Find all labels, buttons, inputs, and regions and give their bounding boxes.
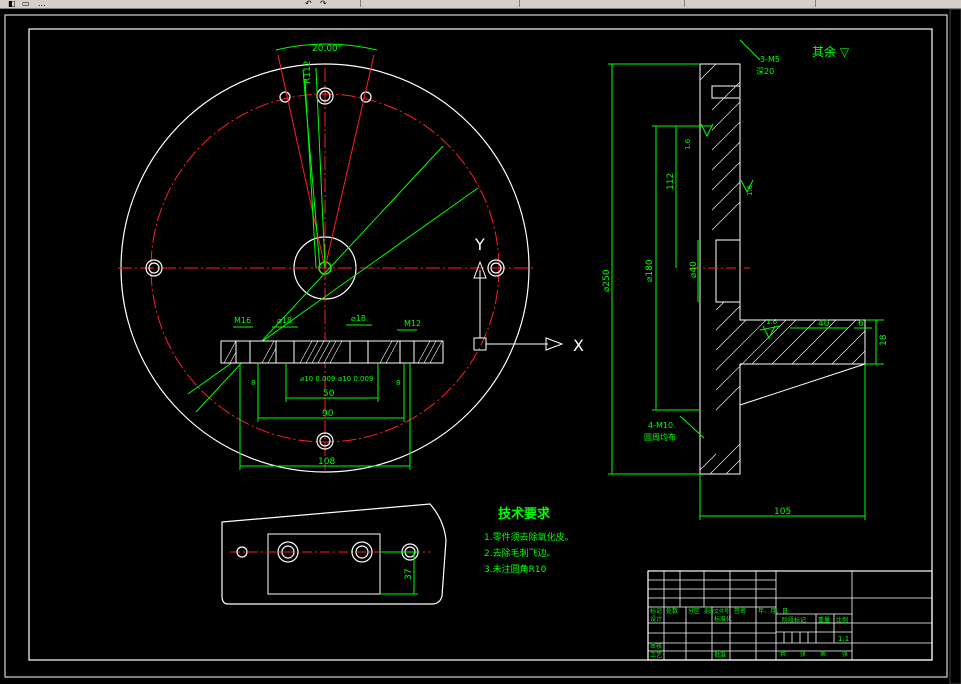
tb-label-date: 年、月、日 — [758, 607, 788, 615]
tb-design: 设计 — [650, 615, 662, 623]
toolbar-segment — [685, 0, 816, 7]
dim-112: 112 — [666, 173, 676, 190]
section-label-d18b: ⌀18 — [351, 314, 366, 323]
dim-90: 90 — [322, 409, 334, 419]
toolbar-segment — [816, 0, 961, 7]
ruler-icon[interactable]: ▭ — [22, 0, 30, 8]
side-hatch — [699, 63, 866, 475]
section-fit-a: ⌀10 0.009 — [300, 375, 335, 383]
tb-sheet: 共 — [780, 650, 786, 658]
tb-label-sign: 签名 — [734, 607, 746, 615]
toolbar: ◧ ▭ ... ↶ ↷ — [0, 0, 961, 9]
section-dimensions — [233, 324, 417, 470]
dim-50: 50 — [323, 389, 335, 399]
tb-review: 审核 — [650, 642, 662, 650]
section-detail: M16 ⌀18 ⌀18 M12 8 8 ⌀10 0.009 ⌀10 0.009 … — [220, 314, 444, 470]
tb-weight: 重量 — [818, 616, 830, 624]
dim-105: 105 — [774, 507, 791, 517]
dim-6: 6 — [858, 319, 864, 329]
section-label-m12: M12 — [404, 319, 421, 328]
dia-180: ⌀180 — [645, 259, 655, 282]
scrollbar[interactable] — [949, 9, 961, 684]
axis-y-label: Y — [474, 235, 485, 254]
toolbar-segment — [520, 0, 685, 7]
bottom-outline — [221, 503, 447, 605]
tb-label-count: 处数 — [666, 607, 678, 615]
section-fit-b: ⌀10 0.009 — [338, 375, 373, 383]
roughness-c: 1.6 — [766, 318, 778, 326]
axis-x-label: X — [573, 336, 584, 355]
roughness-b: 1.6 — [746, 184, 754, 196]
outer-border — [4, 14, 948, 678]
tb-label-mark: 标记 — [650, 607, 662, 615]
dim-108: 108 — [318, 457, 335, 467]
holes-bottom: 4-M10 — [648, 421, 673, 430]
redo-icon[interactable]: ↷ — [320, 0, 327, 8]
section-label-d18a: ⌀18 — [277, 316, 292, 325]
tb-page: 第 — [820, 650, 826, 658]
dim-37: 37 — [404, 569, 414, 580]
dia-250: ⌀250 — [602, 269, 612, 292]
dim-40: 40 — [818, 319, 830, 329]
roughness-a: 1.6 — [684, 138, 692, 150]
holes-bottom-note: 圆周均布 — [644, 432, 676, 442]
tech-item-3: 3.未注圆角R10 — [484, 563, 547, 575]
undo-icon[interactable]: ↶ — [305, 0, 312, 8]
drawing-icon[interactable]: ◧ — [8, 0, 16, 8]
side-dimensions — [608, 39, 884, 520]
section-holes — [235, 340, 415, 364]
side-bore — [715, 239, 741, 303]
toolbar-title: ... — [38, 0, 46, 8]
tb-page-of: 张 — [842, 650, 848, 658]
toolbar-segment — [361, 0, 520, 7]
toolbar-segment — [0, 0, 361, 7]
inner-border — [28, 28, 933, 661]
bottom-view: 37 — [221, 503, 447, 605]
dia-40: ⌀40 — [689, 261, 699, 278]
tb-stage-mark: 阶段标记 — [782, 616, 806, 624]
title-block: 标记 处数 分区 更改文件号 签名 年、月、日 设计 标准化 审核 工艺 批准 … — [647, 570, 933, 661]
tb-scale: 1:1 — [838, 635, 849, 643]
tb-standard: 标准化 — [714, 615, 732, 623]
ucs-icon: Y X — [473, 235, 584, 355]
surface-mark: 其余 ▽ — [812, 44, 850, 59]
tech-title: 技术要求 — [498, 506, 551, 522]
side-view: 3-M5 深20 ⌀250 ⌀180 112 ⌀40 1.6 1.6 1.6 4… — [602, 39, 889, 520]
dim-18: 18 — [879, 334, 889, 346]
cad-drawing[interactable]: 20.00° R112 — [0, 9, 961, 684]
tb-scale-label: 比例 — [836, 616, 848, 624]
radius-label: R112 — [303, 61, 313, 84]
angle-label: 20.00° — [312, 44, 342, 54]
section-small-b: 8 — [396, 379, 400, 387]
tech-requirements: 技术要求 1.零件须去除氧化皮。 2.去除毛刺飞边。 3.未注圆角R10 — [484, 506, 574, 575]
section-small-a: 8 — [251, 379, 255, 387]
tech-item-2: 2.去除毛刺飞边。 — [484, 547, 556, 559]
holes-top-depth: 深20 — [756, 67, 774, 76]
bottom-rect — [267, 533, 381, 595]
tb-label-change: 更改文件号 — [704, 608, 729, 615]
bottom-dimensions — [380, 551, 418, 595]
tech-item-1: 1.零件须去除氧化皮。 — [484, 531, 574, 543]
bolt-holes — [145, 87, 505, 450]
tb-label-zone: 分区 — [688, 607, 700, 615]
tb-process: 工艺 — [650, 651, 662, 659]
front-view: 20.00° R112 — [118, 43, 535, 473]
holes-top: 3-M5 — [760, 55, 780, 64]
section-label-m16: M16 — [234, 316, 251, 325]
tb-sheet-of: 张 — [800, 650, 806, 658]
tb-approve: 批准 — [714, 651, 726, 659]
